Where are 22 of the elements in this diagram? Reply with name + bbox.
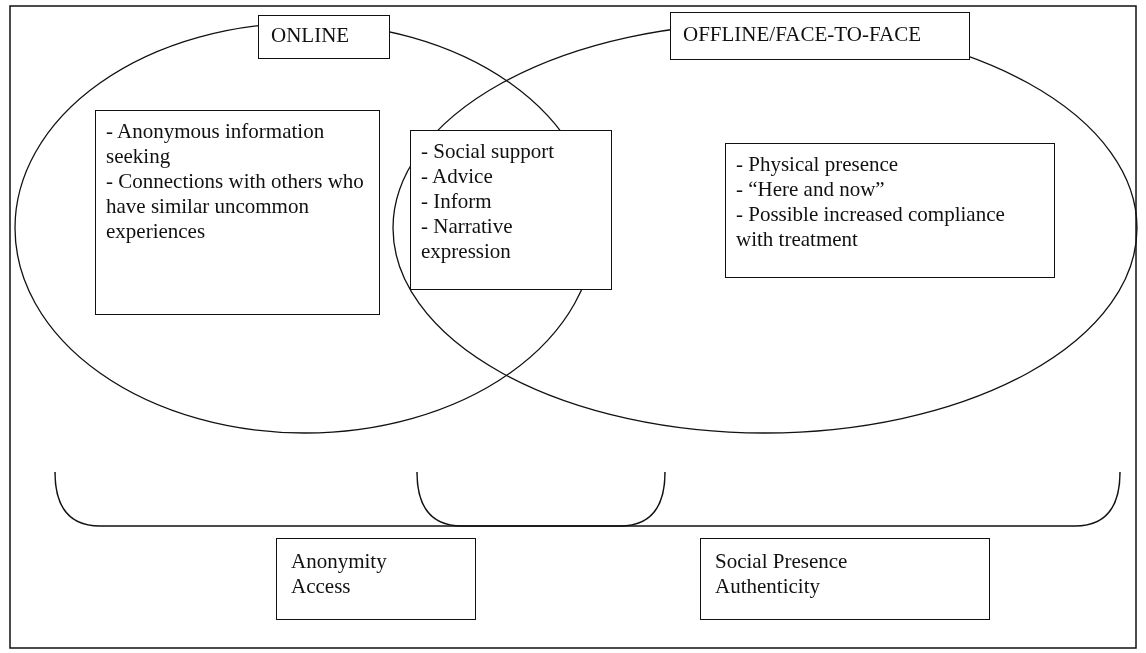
body-text: - “Here and now” (736, 177, 886, 202)
text-box (410, 130, 612, 290)
body-text: - Advice (421, 164, 494, 189)
body-text: Anonymity (291, 549, 388, 574)
body-text: - Connections with others who have similar uncommon experiences (106, 169, 365, 244)
body-text: Authenticity (715, 574, 821, 599)
body-text: - Narrative expression (421, 214, 514, 264)
heading-text: ONLINE (271, 23, 351, 48)
text-box (95, 110, 380, 315)
body-text: Access (291, 574, 352, 599)
heading-text: OFFLINE/FACE-TO-FACE (683, 22, 922, 47)
text-box (700, 538, 990, 620)
text-box (725, 143, 1055, 278)
heading-box (258, 15, 390, 59)
body-text: Social Presence (715, 549, 849, 574)
heading-box (670, 12, 970, 60)
text-box (276, 538, 476, 620)
body-text: - Anonymous information seeking (106, 119, 326, 169)
body-text: - Inform (421, 189, 493, 214)
body-text: - Physical presence (736, 152, 900, 177)
body-text: - Social support (421, 139, 555, 164)
body-text: - Possible increased compliance with treatment (736, 202, 1006, 252)
